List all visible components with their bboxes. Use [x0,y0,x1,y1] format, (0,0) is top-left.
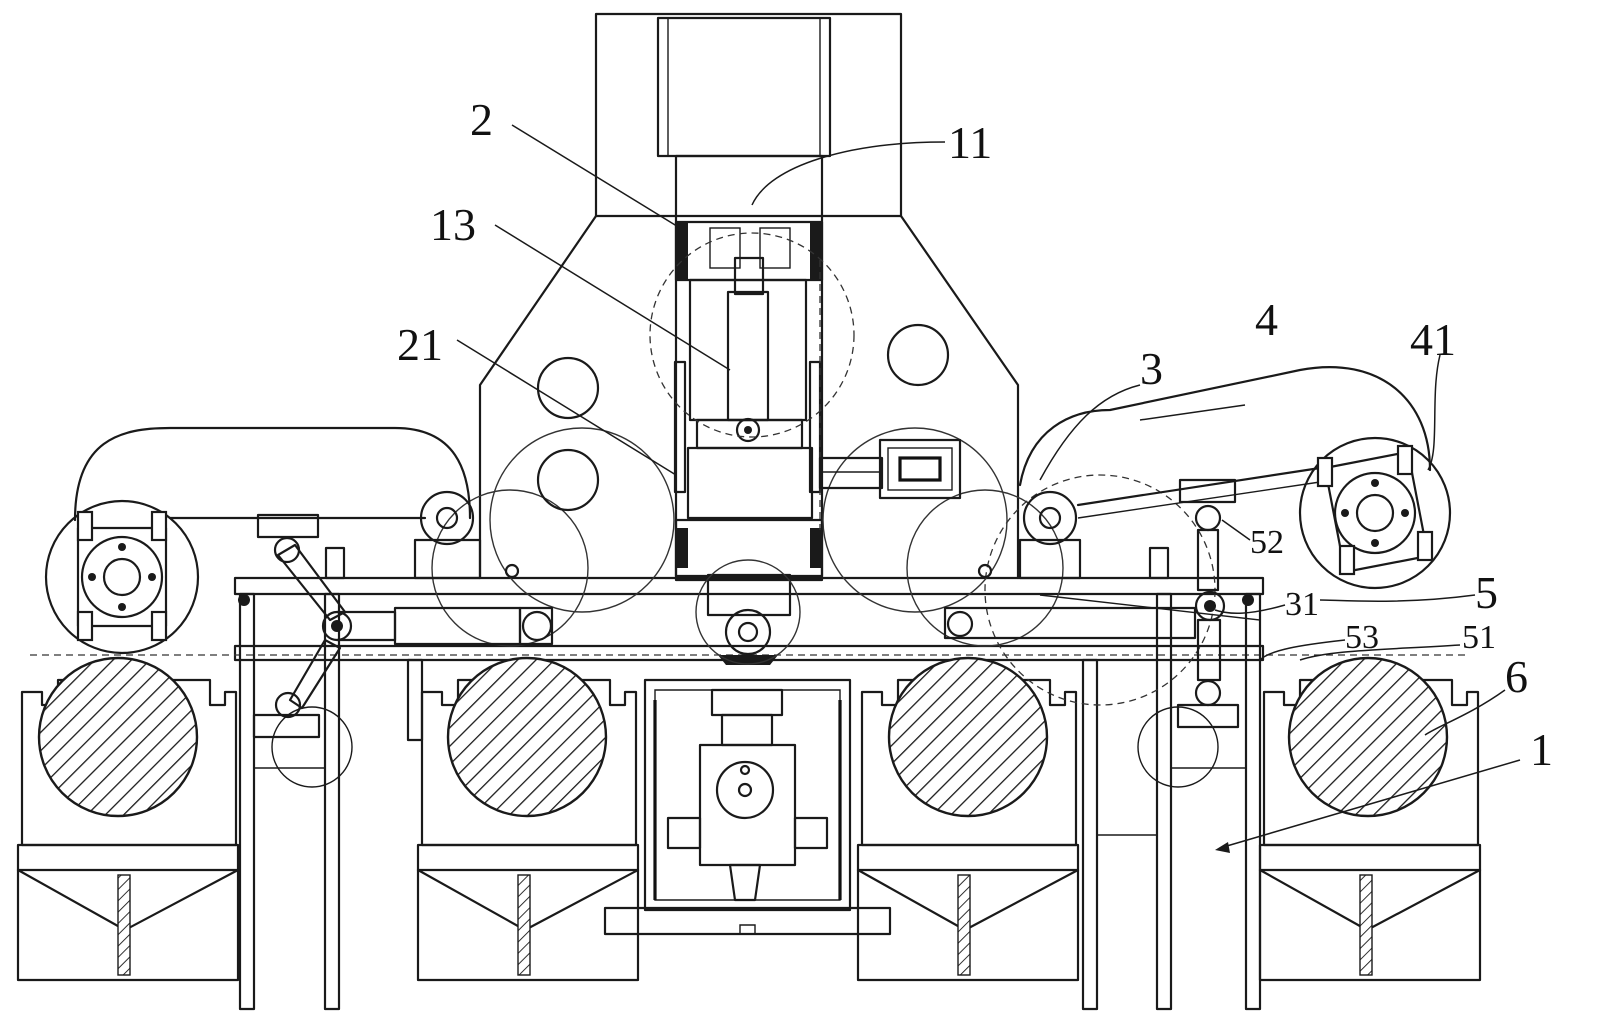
lower-drive-assembly [603,678,892,936]
label-5: 5 [1475,567,1498,618]
label-51: 51 [1462,619,1496,656]
frame-holes [536,323,950,512]
roller-support-blocks [16,656,1482,982]
support-block-3 [856,656,1080,982]
label-6: 6 [1505,651,1528,702]
upper-housing [478,12,1020,582]
label-31: 31 [1285,586,1319,623]
support-block-2 [416,656,640,982]
label-3: 3 [1140,343,1163,394]
support-block-4 [1258,656,1482,982]
label-13: 13 [430,199,476,250]
label-52: 52 [1250,524,1284,561]
leader-lines [456,124,1521,853]
left-arm-assembly [44,426,554,739]
reference-labels: 2 11 13 21 3 4 41 52 31 5 53 51 6 1 [397,94,1553,775]
label-1: 1 [1530,724,1553,775]
label-2: 2 [470,94,493,145]
support-block-1 [16,656,240,982]
label-53: 53 [1345,619,1379,656]
label-11: 11 [948,117,992,168]
label-41: 41 [1410,314,1456,365]
label-4: 4 [1255,294,1278,345]
label-21: 21 [397,319,443,370]
right-arm-assembly [504,366,1452,729]
side-actuator [818,438,962,500]
